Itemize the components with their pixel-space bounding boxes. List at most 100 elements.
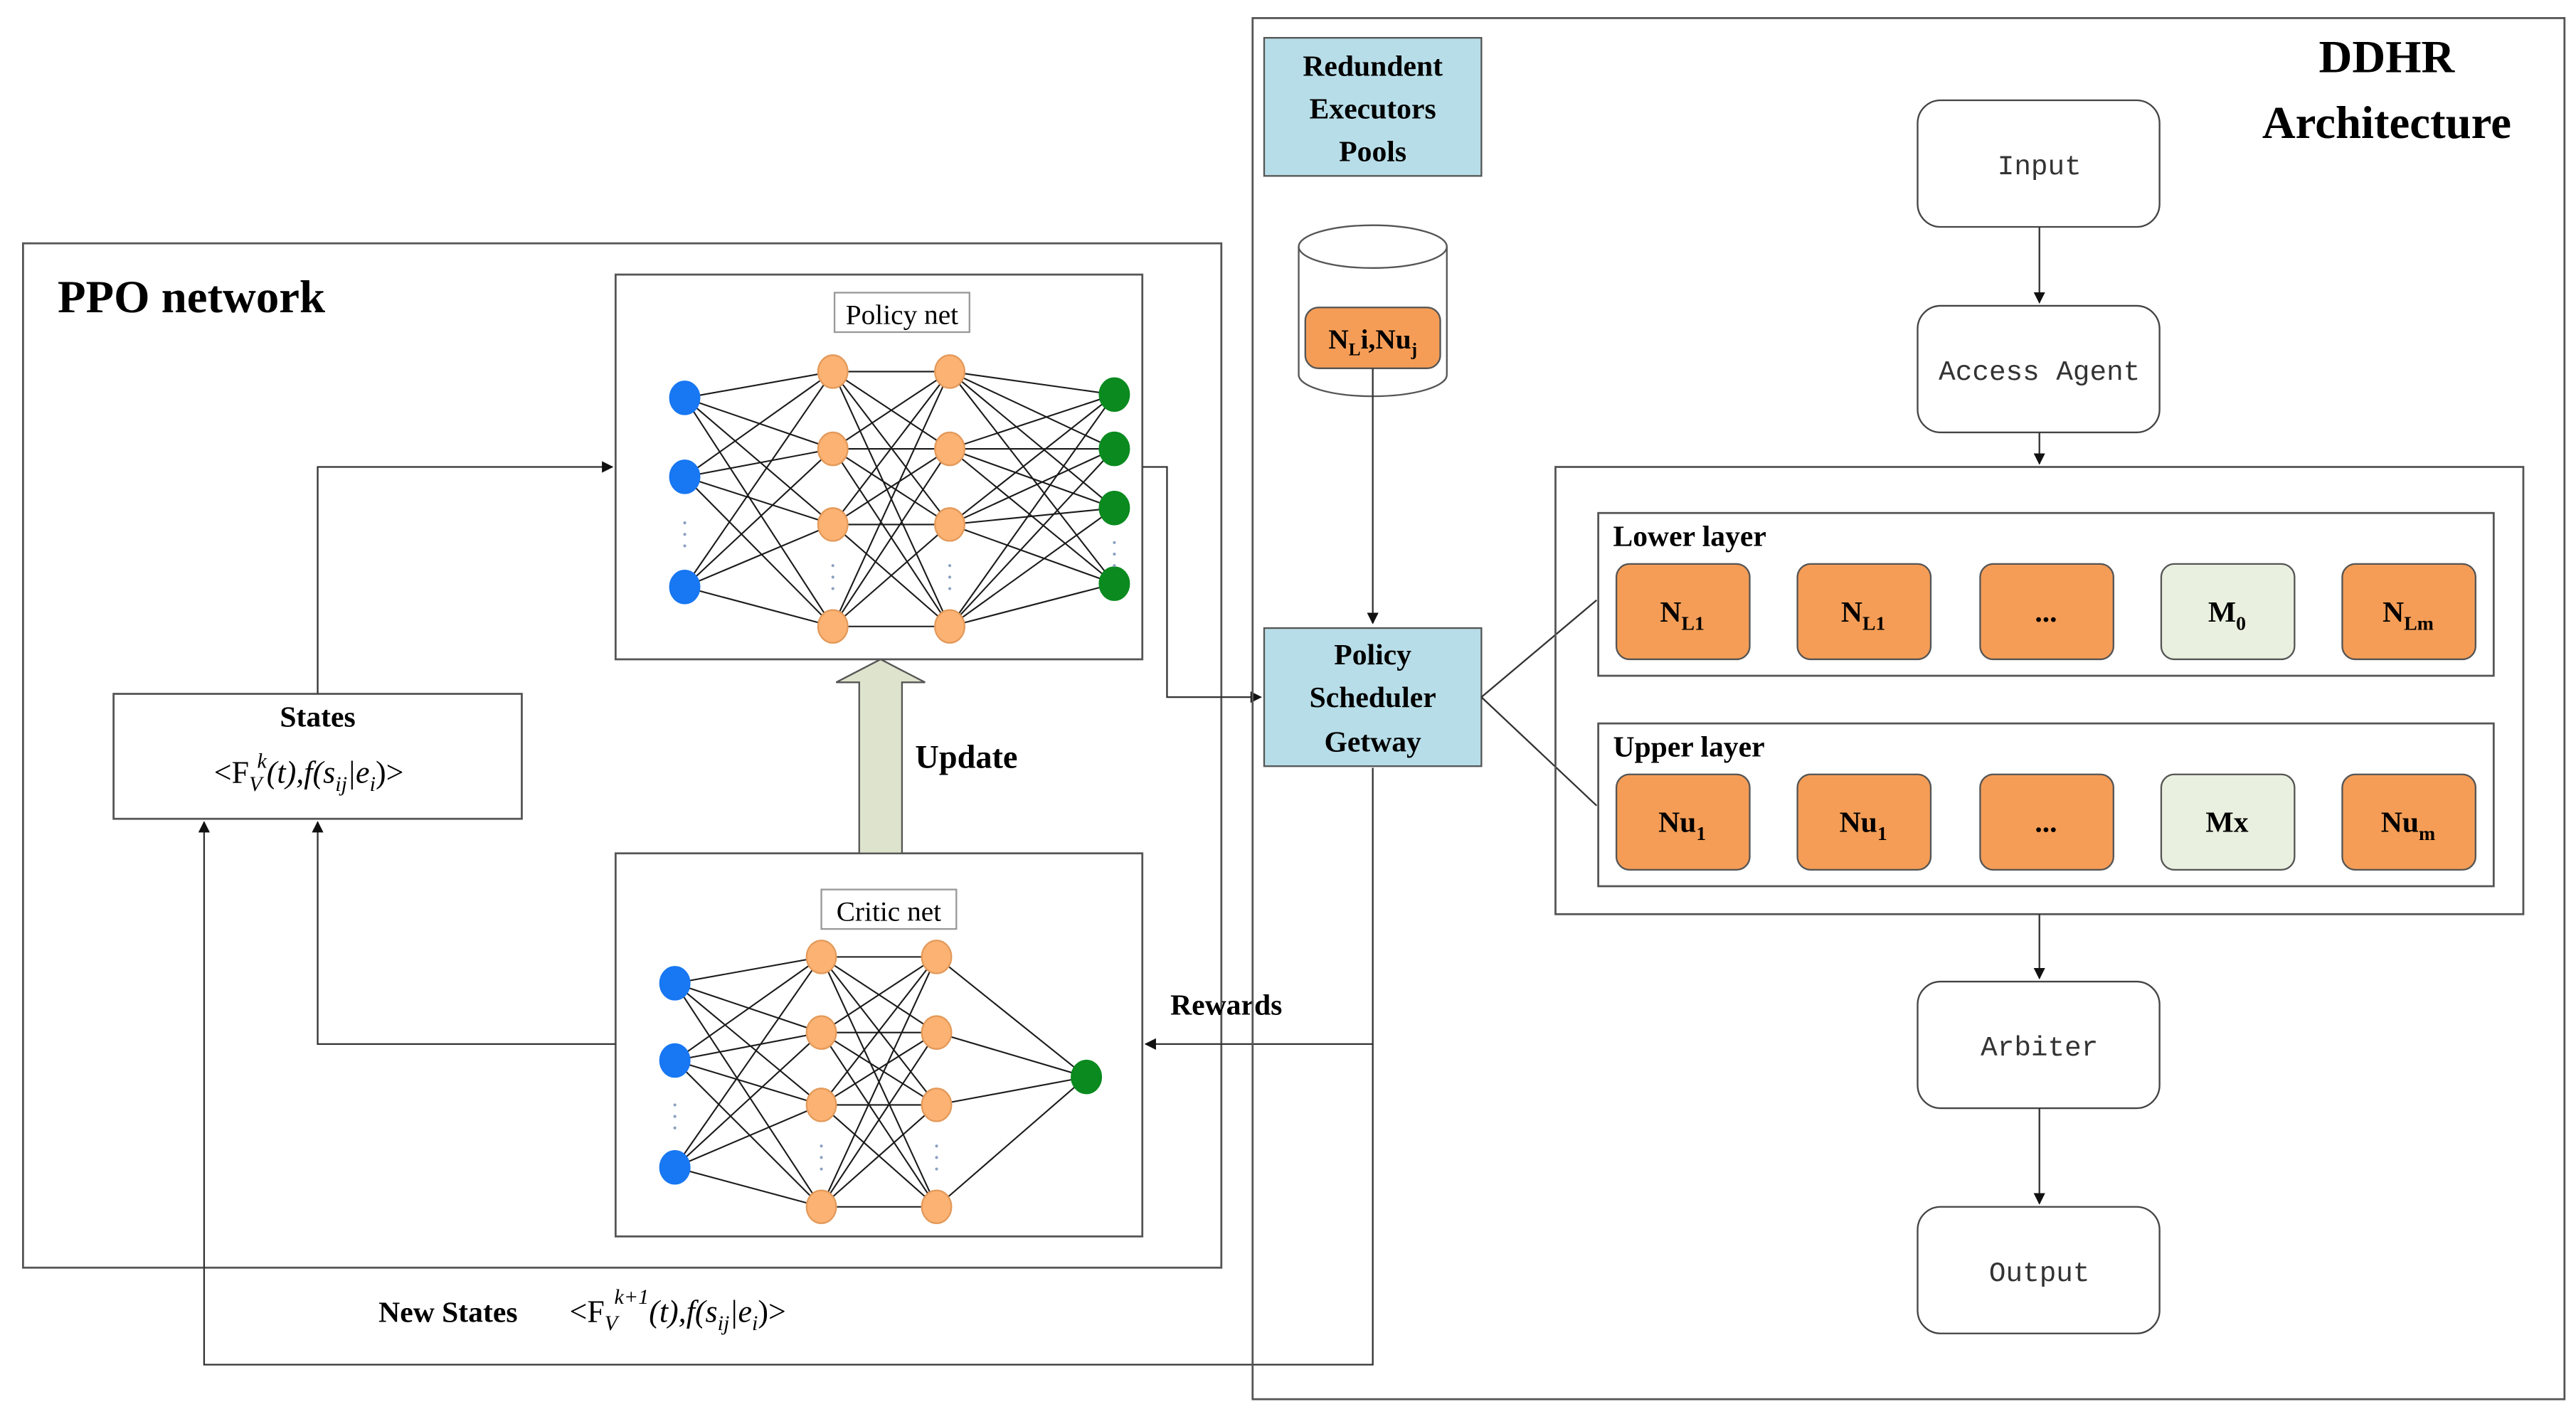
executor-node-box — [1979, 773, 2114, 871]
hidden-neuron — [817, 431, 849, 467]
policy-net-panel: Policy net — [614, 273, 1144, 661]
network-edge — [949, 371, 1115, 450]
network-edge — [832, 371, 950, 627]
states-to-policy-arrow — [317, 461, 614, 694]
executor-node-box — [1615, 563, 1751, 661]
critic-net-label-box — [820, 888, 958, 930]
ppo-network-frame — [22, 242, 1223, 1269]
network-edge — [949, 448, 1115, 526]
lower-layer-nodes: NL1 NL1... M0 NLm — [1615, 563, 2477, 661]
upper-layer-executor-node: Nu1 — [1615, 773, 1751, 871]
ellipsis-dot — [683, 533, 687, 536]
output-box — [1917, 1206, 2161, 1334]
network-edge — [684, 371, 834, 588]
network-edge — [674, 1166, 822, 1208]
hidden-neuron — [805, 1088, 837, 1122]
network-edge — [949, 448, 1115, 627]
critic-net-label: Critic net — [837, 896, 941, 927]
network-edge — [949, 394, 1115, 627]
network-edge — [820, 956, 938, 1106]
network-edge — [674, 982, 822, 1208]
network-edge — [936, 1076, 1087, 1106]
access-agent-label: Access Agent — [1939, 356, 2140, 388]
ellipsis-dot — [831, 564, 834, 568]
network-edge — [832, 371, 950, 450]
ellipsis-dot — [935, 1144, 938, 1148]
executor-pool-title-line3: Pools — [1339, 136, 1406, 169]
hidden-neuron — [934, 354, 966, 389]
network-edge — [935, 1076, 1087, 1208]
input-neuron — [669, 381, 701, 415]
lower-layer-executor-node: ... — [1979, 563, 2114, 661]
policy-net-label-box — [833, 292, 970, 334]
lower-layer-executor-node: M0 — [2160, 563, 2296, 661]
ellipsis-dot — [820, 1167, 823, 1171]
network-edge — [674, 982, 822, 1106]
ellipsis-dot — [1113, 541, 1116, 544]
network-edge — [820, 1032, 938, 1208]
upper-layer-executor-node: Mx — [2160, 773, 2296, 871]
input-label: Input — [1998, 151, 2082, 183]
hidden-neuron — [934, 507, 966, 542]
output-neuron — [1098, 566, 1130, 601]
network-edge — [674, 1031, 822, 1062]
network-edge — [674, 956, 822, 1168]
executor-node-label: M0 — [2208, 596, 2246, 635]
executor-node-box — [1796, 773, 1932, 871]
ellipsis-dot — [1113, 552, 1116, 556]
ellipsis-dot — [948, 587, 952, 590]
new-states-formula: <FVk+1(t),f(sij|ei)> — [570, 1285, 786, 1335]
states-title: States — [280, 701, 355, 734]
update-block-arrow-icon — [835, 658, 926, 854]
states-box: States <FVk(t),f(sij|ei)> — [112, 693, 523, 820]
executor-node-label: NL1 — [1841, 596, 1885, 635]
pool-executor-label: NLi,Nuj — [1328, 324, 1417, 359]
executor-node-box — [2160, 773, 2296, 871]
input-neuron — [659, 1043, 691, 1078]
network-edge — [820, 1104, 938, 1208]
upper-layer-executor-node: Num — [2341, 773, 2477, 871]
network-edge — [949, 371, 1115, 509]
new-states-label: New States — [378, 1297, 517, 1329]
network-edge — [674, 956, 822, 984]
new-states-arrow — [198, 821, 1374, 1366]
upper-layer-executor-node: ... — [1979, 773, 2114, 871]
executor-node-label: NL1 — [1660, 596, 1704, 635]
output-neuron — [1098, 377, 1130, 413]
ellipsis-dot — [935, 1156, 938, 1159]
lower-layer-label: Lower layer — [1613, 520, 1766, 553]
executor-node-label: NLm — [2382, 596, 2434, 635]
ellipsis-dot — [948, 564, 952, 568]
hidden-neuron — [817, 609, 849, 644]
network-edge — [684, 371, 833, 399]
gateway-box — [1263, 627, 1483, 767]
network-edge — [949, 371, 1115, 395]
executor-pool-title-box — [1263, 37, 1483, 177]
ellipsis-dot — [831, 575, 834, 579]
network-edge — [684, 523, 834, 588]
network-edge — [949, 507, 1115, 627]
ppo-connectors: Rewards New States <FVk+1(t),f(sij|ei)> — [198, 461, 1374, 1366]
network-edge — [684, 371, 834, 478]
executor-node-box — [2341, 773, 2477, 871]
hidden-neuron — [817, 354, 849, 389]
policy-scheduler-gateway: Policy Scheduler Getway — [1263, 599, 1598, 807]
ellipsis-dot — [831, 587, 834, 590]
network-edge — [949, 393, 1115, 526]
hidden-neuron — [921, 1088, 953, 1122]
lower-layer-executor-node: NL1 — [1615, 563, 1751, 661]
output-neuron — [1098, 491, 1130, 526]
ddhr-frame — [1251, 17, 2566, 1400]
ellipsis-dot — [820, 1144, 823, 1148]
critic-net-graph — [659, 940, 1103, 1225]
network-edge — [949, 523, 1115, 585]
network-edge — [820, 956, 938, 1208]
ddhr-panel: DDHR Architecture — [1251, 17, 2566, 1400]
network-edge — [684, 476, 834, 526]
network-edge — [832, 523, 950, 627]
upper-layer-executor-node: Nu1 — [1796, 773, 1932, 871]
ellipsis-dot — [948, 575, 952, 579]
network-edge — [820, 956, 938, 1033]
